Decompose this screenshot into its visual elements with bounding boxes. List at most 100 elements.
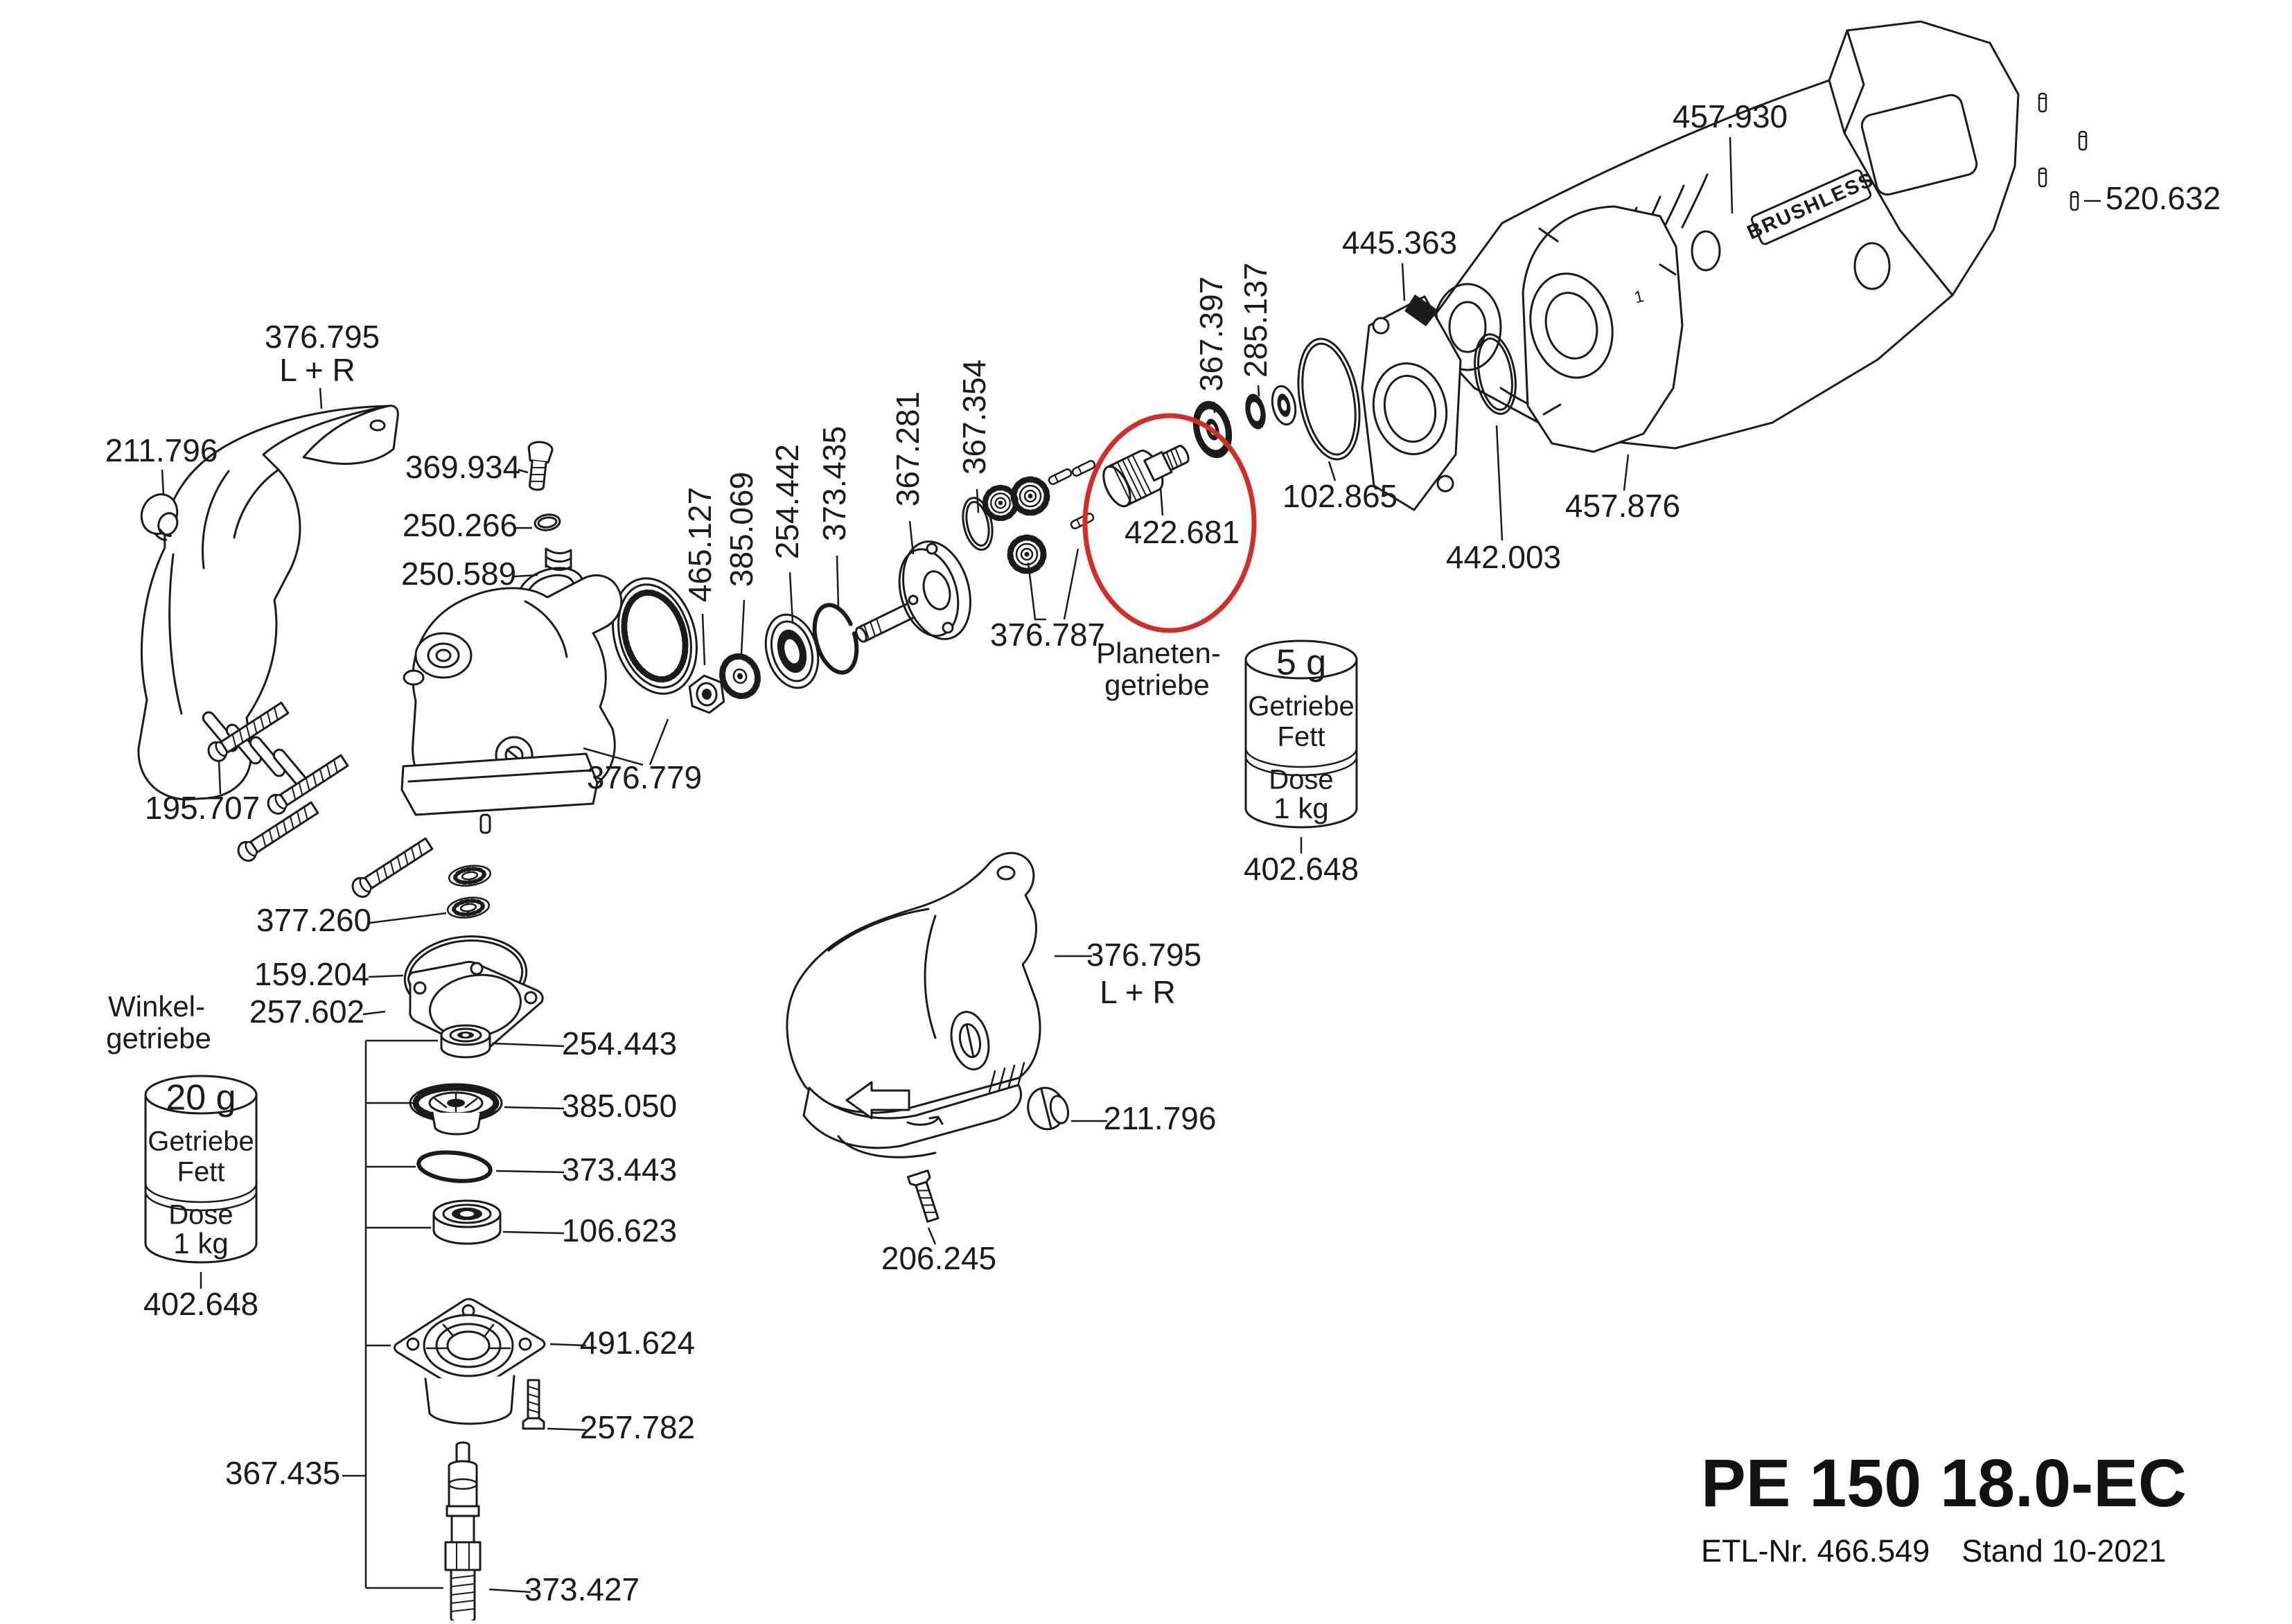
- leader-376787-b: [1063, 548, 1079, 620]
- caption-winkel-line2: getriebe: [106, 1022, 211, 1054]
- rear-housing-drawing: [786, 851, 1041, 1158]
- label-377260: 377.260: [256, 902, 371, 938]
- spring-250589-drawing: [545, 547, 572, 571]
- label-211796-bottom: 211.796: [1104, 1100, 1217, 1136]
- etl-number: ETL-Nr. 466.549: [1701, 1533, 1930, 1569]
- label-457876: 457.876: [1565, 488, 1680, 524]
- star-washer-2: [446, 895, 490, 920]
- o-ring-250266-drawing: [534, 513, 561, 531]
- label-159204: 159.204: [254, 956, 369, 992]
- leader-385069: [740, 599, 746, 655]
- tool-body-drawing: [1433, 20, 2020, 450]
- label-285137: 285.137: [1237, 263, 1273, 378]
- label-369934: 369.934: [405, 449, 520, 485]
- leader-211796-top: [161, 469, 165, 495]
- screw-pins-520632-drawing: [2038, 92, 2088, 211]
- label-457930: 457.930: [1673, 98, 1788, 134]
- label-367281: 367.281: [890, 391, 926, 506]
- leader-445363: [1401, 263, 1406, 301]
- screw-206245-drawing: [906, 1170, 944, 1224]
- leader-159204: [368, 974, 404, 978]
- bearing-flange-491624-drawing: [393, 1298, 546, 1425]
- label-520632: 520.632: [2106, 180, 2221, 216]
- label-257602: 257.602: [249, 994, 364, 1030]
- label-373435: 373.435: [816, 426, 852, 541]
- can20-amount: 20 g: [166, 1078, 236, 1118]
- can5-line1: Getriebe: [1248, 691, 1354, 722]
- product-subtitle: ETL-Nr. 466.549 Stand 10-2021: [1701, 1533, 2187, 1569]
- bearing-bracket-drawing: [1361, 294, 1462, 511]
- leader-442003: [1495, 425, 1504, 541]
- can5-line3: Dose: [1269, 765, 1333, 795]
- plug-211796-top-drawing: [140, 493, 179, 541]
- leader-367354: [976, 488, 980, 513]
- label-402648-winkel: 402.648: [143, 1286, 258, 1322]
- snap-ring-373435-drawing: [812, 603, 859, 675]
- label-422681: 422.681: [1125, 514, 1240, 550]
- can20-line2: Fett: [177, 1157, 225, 1188]
- leader-422681: [1159, 487, 1164, 516]
- caption-planeten-line2: getriebe: [1104, 669, 1210, 701]
- gear-head-housing-drawing: [400, 567, 623, 834]
- caption-planeten-line1: Planeten-: [1096, 637, 1221, 669]
- leader-102865: [1328, 461, 1337, 482]
- gasket-257602-drawing: [407, 960, 544, 1052]
- label-376787: 376.787: [990, 617, 1105, 653]
- bevel-pinion-385069-drawing: [719, 653, 761, 700]
- star-washer-1: [448, 863, 491, 888]
- label-257782: 257.782: [580, 1409, 695, 1445]
- o-ring-102865-drawing: [1297, 337, 1361, 461]
- spindle-373427-drawing: [444, 1441, 482, 1624]
- leader-257602: [362, 1010, 386, 1016]
- leader-254442: [788, 572, 794, 623]
- leader-376779-a: [583, 747, 644, 766]
- leader-373443: [495, 1170, 565, 1174]
- leader-367397: [1213, 401, 1216, 414]
- label-373443: 373.443: [562, 1151, 677, 1188]
- leader-257782: [547, 1427, 587, 1431]
- label-106623: 106.623: [562, 1212, 677, 1248]
- carrier-367281-drawing: [855, 540, 971, 643]
- motor-housing-drawing: [1522, 205, 1684, 453]
- leader-373435: [836, 555, 840, 608]
- bearing-254443-drawing: [440, 1024, 491, 1059]
- stand-date: Stand 10-2021: [1962, 1533, 2167, 1569]
- seals-285137-drawing: [1245, 385, 1297, 430]
- label-250589: 250.589: [401, 556, 516, 592]
- can5-line2: Fett: [1278, 722, 1325, 752]
- label-367354: 367.354: [956, 360, 992, 475]
- leader-457876: [1623, 454, 1630, 491]
- label-254442: 254.442: [769, 444, 805, 559]
- can5-line4: 1 kg: [1273, 792, 1328, 824]
- label-195707: 195.707: [145, 790, 260, 826]
- leader-376787-a: [1027, 562, 1046, 621]
- leader-367281: [908, 520, 915, 555]
- pinion-shaft-422681-drawing: [1102, 445, 1190, 508]
- leader-376795-top: [319, 387, 323, 409]
- label-367397: 367.397: [1193, 276, 1229, 391]
- label-254443: 254.443: [562, 1025, 677, 1061]
- leader-254443: [491, 1042, 565, 1048]
- plug-211796-bottom-drawing: [1027, 1086, 1070, 1131]
- label-385069: 385.069: [723, 472, 759, 587]
- o-ring-367354-drawing: [962, 497, 994, 551]
- leader-195707: [218, 760, 222, 795]
- leader-385050: [504, 1106, 565, 1110]
- label-465127: 465.127: [682, 487, 718, 602]
- can5-amount: 5 g: [1276, 643, 1326, 683]
- direction-arrow: [845, 1081, 910, 1120]
- label-376795-bottom: 376.795: [1086, 937, 1201, 973]
- planet-gears-376787-drawing: [985, 459, 1097, 571]
- speed-slider-1: 1: [1632, 287, 1646, 307]
- label-402648-planeten: 402.648: [1244, 851, 1359, 887]
- label-445363: 445.363: [1342, 224, 1457, 261]
- leader-lines: [161, 136, 2101, 1594]
- label-376795-top: 376.795: [265, 319, 380, 355]
- leader-457930: [1729, 136, 1734, 214]
- screw-257782-drawing: [522, 1379, 545, 1430]
- label-250266: 250.266: [403, 507, 518, 543]
- leader-285137: [1257, 385, 1260, 397]
- caption-winkel-line1: Winkel-: [108, 990, 205, 1023]
